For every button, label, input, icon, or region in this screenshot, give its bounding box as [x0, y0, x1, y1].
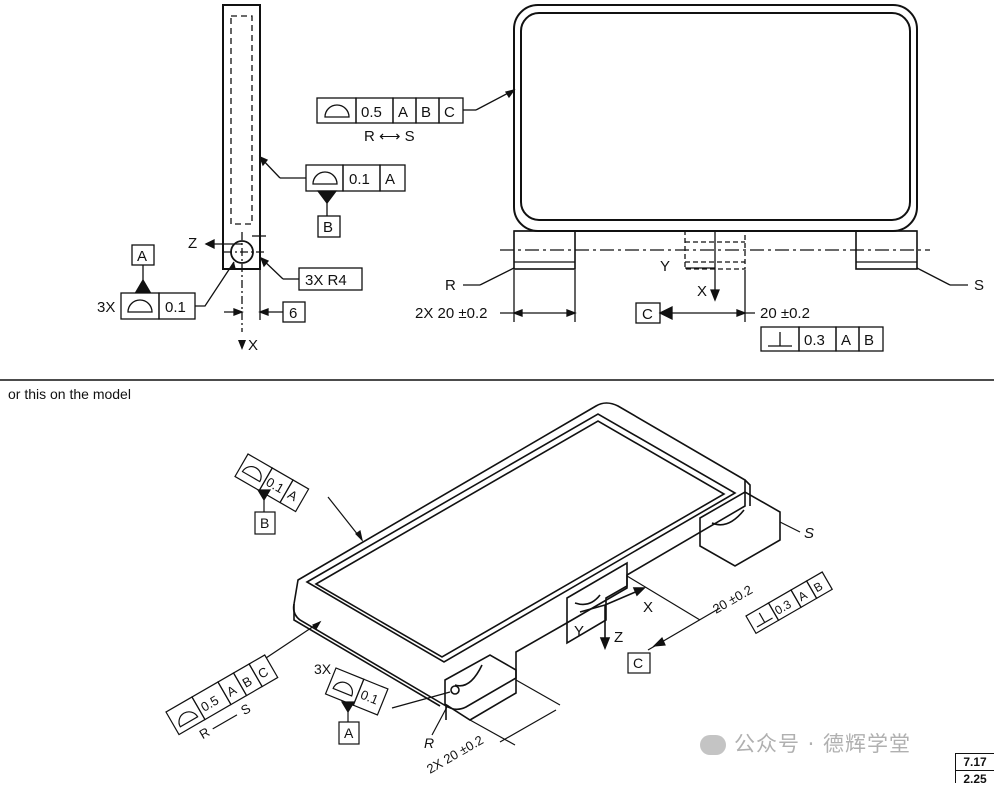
perpendicularity-icon	[768, 332, 792, 347]
front-view: Y X 0.5 A B C R ⟷ S R S 2X 20 ±0.2 C	[316, 4, 984, 352]
ref-a-perp: A	[841, 332, 851, 349]
y-axis-label: Y	[660, 258, 670, 275]
iso-z-label: Z	[614, 629, 623, 646]
iso-r-label: R	[197, 724, 213, 742]
datum-c-label: C	[642, 306, 653, 323]
page-reference-box: 7.17 2.25	[955, 753, 994, 786]
wechat-icon	[700, 735, 726, 755]
dim-20: 20 ±0.2	[760, 305, 810, 322]
ref-b: B	[421, 104, 431, 121]
profile-symbol-icon	[127, 299, 153, 313]
isometric-model: X Y Z S	[292, 402, 814, 721]
ref-a-b: A	[385, 171, 395, 188]
ref-a: A	[398, 104, 408, 121]
watermark: 公众号 · 德辉学堂	[700, 728, 911, 758]
iso-s-label: S	[804, 525, 814, 542]
iso-s-label-2: S	[238, 700, 253, 717]
iso-datum-c: C	[633, 655, 643, 671]
radius-note: 3X R4	[305, 272, 347, 289]
tol-0-5: 0.5	[361, 104, 382, 121]
qty-3x: 3X	[97, 299, 115, 316]
profile-symbol-icon	[324, 104, 350, 118]
z-axis-label: Z	[188, 235, 197, 252]
watermark-text: 公众号 · 德辉学堂	[734, 732, 912, 756]
iso-y-label: Y	[574, 623, 584, 640]
profile-symbol-icon	[312, 171, 338, 185]
model-caption: or this on the model	[8, 386, 131, 402]
iso-qty-3x: 3X	[314, 661, 332, 677]
x-axis-label: X	[248, 337, 258, 354]
side-view: Z X 6 A 3X 0.1 3X R4	[97, 4, 406, 354]
s-label: S	[974, 277, 984, 294]
iso-x-label: X	[643, 599, 653, 616]
x-axis-label-front: X	[697, 283, 707, 300]
dim-2x20: 2X 20 ±0.2	[415, 305, 487, 322]
iso-r-leader-label: R	[424, 735, 434, 751]
page-ref-2: 2.25	[956, 770, 994, 787]
iso-tol-0-1-b: 0.1	[358, 687, 380, 708]
ref-c: C	[444, 104, 455, 121]
ref-b-perp: B	[864, 332, 874, 349]
tol-0-1-b: 0.1	[349, 171, 370, 188]
iso-datum-b: B	[260, 515, 269, 531]
r-label: R	[445, 277, 456, 294]
r-to-s: R ⟷ S	[364, 128, 415, 145]
page-ref-1: 7.17	[963, 755, 987, 769]
iso-datum-a: A	[344, 725, 354, 741]
datum-a-label: A	[137, 248, 147, 265]
iso-dim-20: 20 ±0.2	[710, 582, 755, 617]
tol-0-3: 0.3	[804, 332, 825, 349]
tol-0-1-side: 0.1	[165, 299, 186, 316]
datum-b-label: B	[323, 219, 333, 236]
iso-annotations: 0.1 A B 0.5 A B C R S 3X	[165, 453, 834, 777]
iso-tol-0-5: 0.5	[198, 693, 221, 715]
dim-6: 6	[289, 305, 297, 322]
